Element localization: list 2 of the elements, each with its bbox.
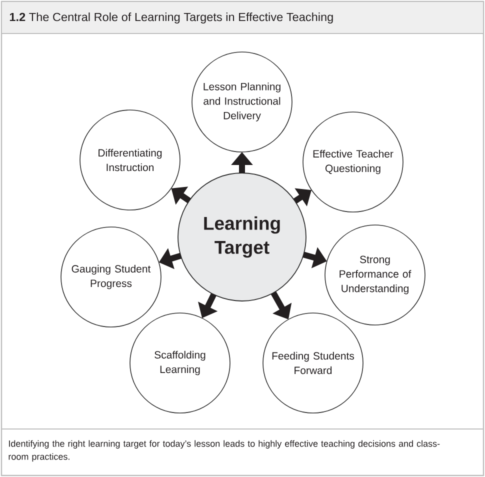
title-bar: 1.2 The Central Role of Learning Targets in Effective Teaching xyxy=(2,2,483,33)
caption: Identifying the right learning target for today’s lesson leads to highly effective teaching decisions and class-room practices. xyxy=(8,440,440,462)
